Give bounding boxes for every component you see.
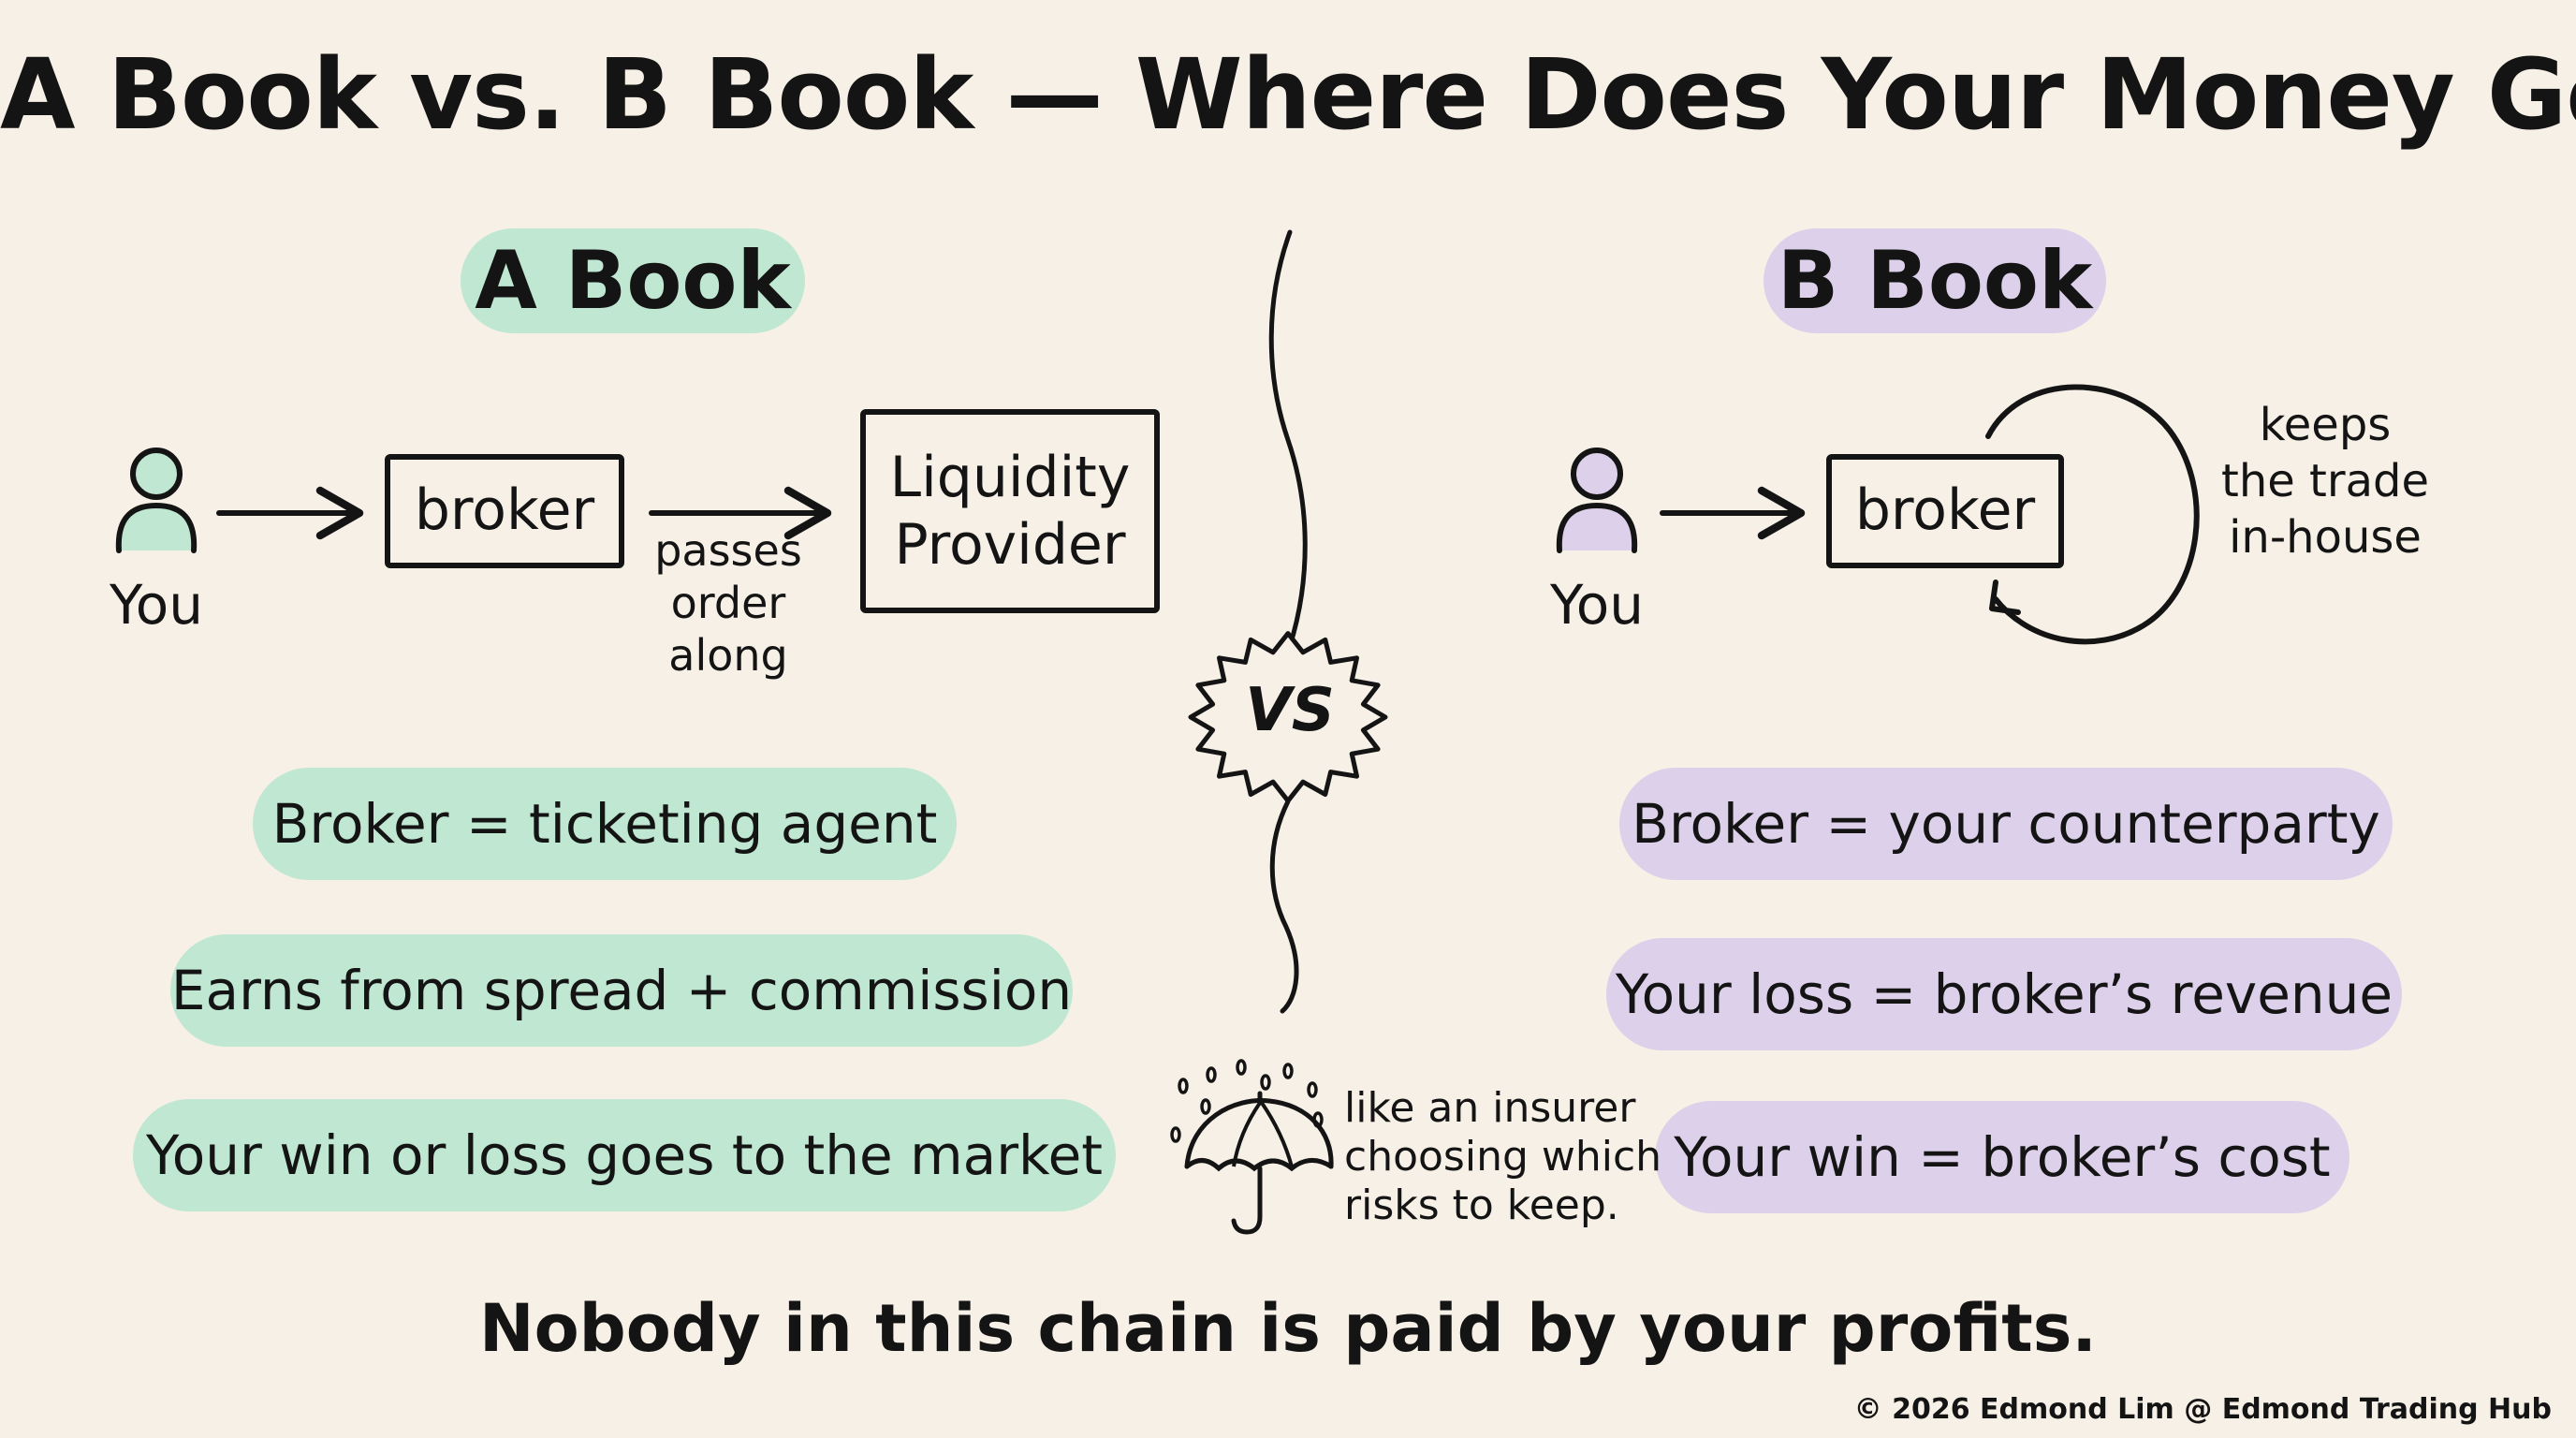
keeps-trade-note: keeps the trade in-house: [2203, 397, 2447, 565]
a-book-heading: A Book: [461, 228, 805, 333]
passes-order-note: passes order along: [642, 524, 814, 682]
keeps-line-1: keeps: [2259, 399, 2392, 451]
b-book-point-2: Your loss = broker’s revenue: [1606, 938, 2402, 1050]
page-title: A Book vs. B Book — Where Does Your Mone…: [0, 37, 2576, 152]
passes-line-3: along: [668, 630, 788, 681]
insurer-note: like an insurer choosing which risks to …: [1344, 1084, 1662, 1230]
vs-burst-icon: [1188, 631, 1388, 803]
credit-text: © 2026 Edmond Lim @ Edmond Trading Hub: [1853, 1393, 2552, 1426]
a-book-point-3: Your win or loss goes to the market: [133, 1099, 1116, 1211]
insurer-line-3: risks to keep.: [1344, 1181, 1619, 1229]
passes-line-1: passes: [654, 525, 802, 576]
rain-icon: [1170, 1059, 1324, 1143]
person-icon-b: [1556, 448, 1638, 553]
a-book-point-2: Earns from spread + commission: [170, 934, 1073, 1047]
provider-line-2: Provider: [894, 512, 1126, 578]
insurer-line-2: choosing which: [1344, 1133, 1662, 1181]
b-book-point-3: Your win = broker’s cost: [1655, 1101, 2349, 1213]
vs-label: VS: [1245, 676, 1335, 745]
you-label-a: You: [110, 573, 203, 637]
loop-arrow-icon: [1985, 384, 2200, 645]
umbrella-icon: [1184, 1091, 1334, 1235]
b-book-heading: B Book: [1764, 228, 2106, 333]
insurer-line-1: like an insurer: [1344, 1084, 1636, 1132]
broker-box-b: [1826, 454, 2064, 568]
person-icon-a: [115, 448, 198, 553]
broker-label-b: broker: [1854, 477, 2036, 543]
divider-wave-top: [1268, 229, 1308, 649]
broker-label-a: broker: [414, 477, 595, 543]
provider-line-1: Liquidity: [889, 445, 1131, 510]
passes-line-2: order: [670, 578, 786, 628]
bottom-line: Nobody in this chain is paid by your pro…: [479, 1290, 2097, 1367]
divider-wave-bottom: [1269, 799, 1299, 1014]
liquidity-provider-label: Liquidity Provider: [863, 444, 1157, 579]
broker-box-a: [385, 454, 624, 568]
a-book-point-1: Broker = ticketing agent: [253, 768, 957, 880]
keeps-line-2: the trade: [2221, 455, 2429, 507]
b-book-point-1: Broker = your counterparty: [1619, 768, 2393, 880]
liquidity-provider-box: [860, 409, 1160, 613]
you-label-b: You: [1550, 573, 1644, 637]
keeps-line-3: in-house: [2229, 511, 2422, 564]
